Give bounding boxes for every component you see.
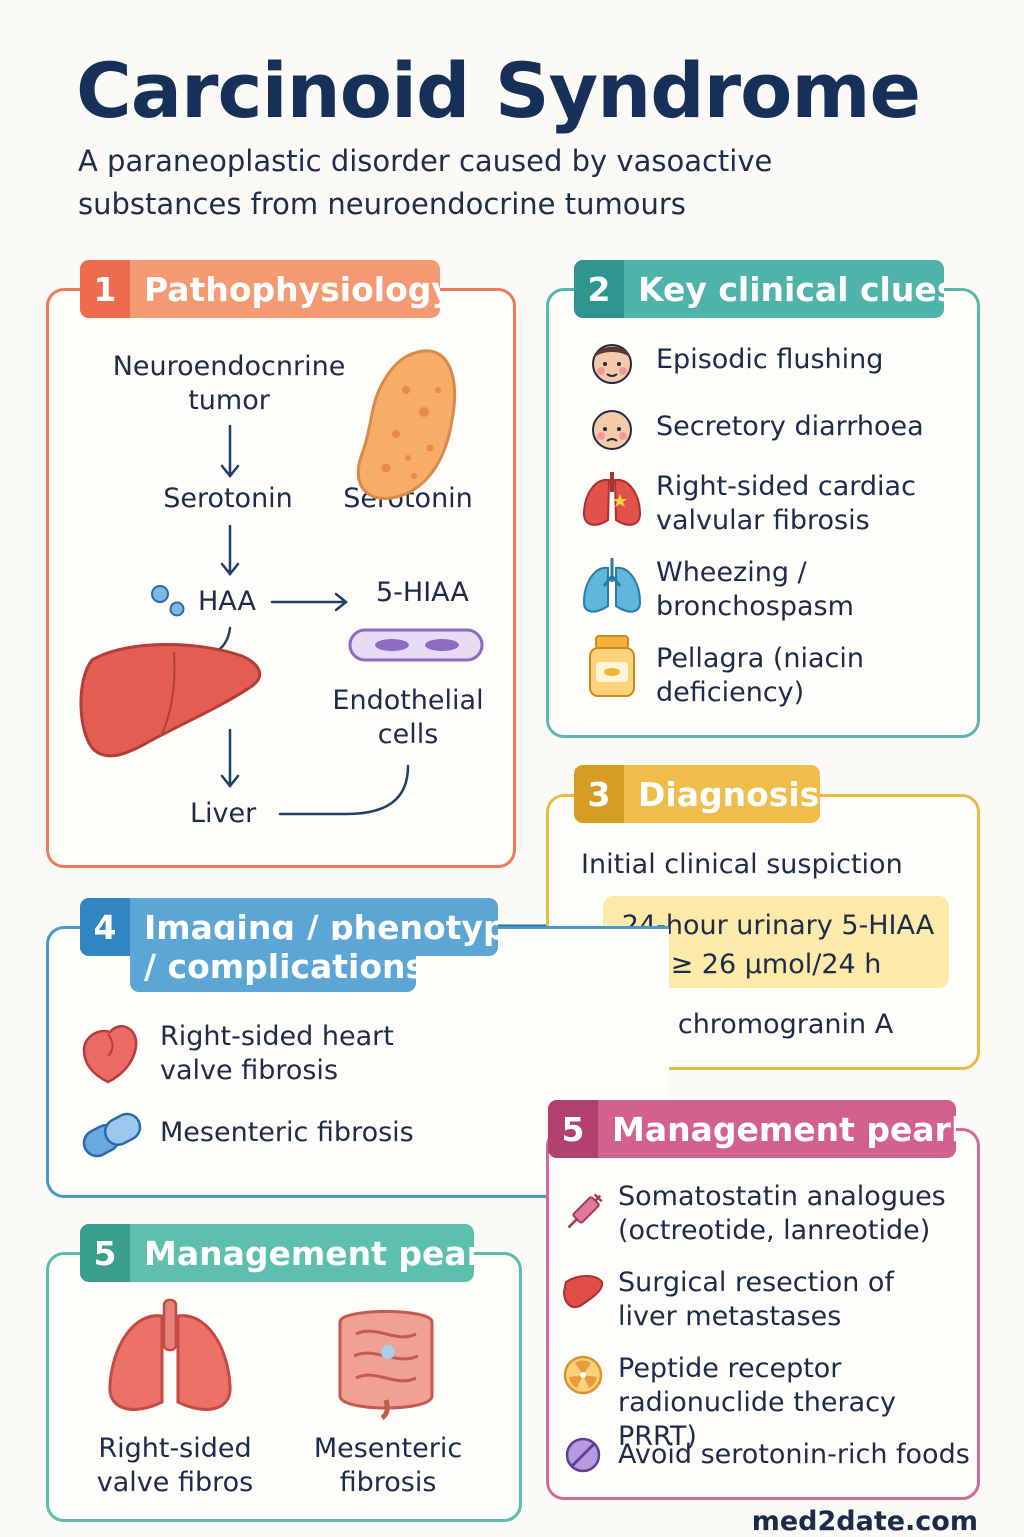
- clinical-clues-number: 2: [574, 260, 624, 318]
- syringe-icon: [567, 1193, 603, 1229]
- management-right-label: Management pearls: [612, 1109, 956, 1149]
- management-right-panel: [546, 1128, 980, 1500]
- pathophysiology-flow: [79, 349, 484, 816]
- radiation-icon: [563, 1355, 603, 1395]
- management-right-item-text: Surgical resection of liver metastases: [618, 1266, 938, 1334]
- clinical-item-text: Wheezing / bronchospasm: [656, 556, 886, 624]
- lungs-icon: [582, 558, 642, 613]
- lungs-icon: [108, 1298, 232, 1411]
- face-icon: [592, 344, 632, 384]
- imaging-header-continued: / complications: [130, 940, 416, 992]
- endothelial-cell-icon: [348, 628, 484, 662]
- clinical-item-text: Secretory diarrhoea: [656, 411, 924, 442]
- clinical-clues-label: Key clinical clues: [638, 269, 944, 309]
- management-right-item-text: Avoid serotonin-rich foods: [618, 1439, 970, 1470]
- pathophysiology-label: Pathophysiology: [144, 269, 440, 309]
- footer-site: med2date.com: [751, 1506, 978, 1537]
- management-right-item-label: Surgical resection of liver metastases: [618, 1267, 894, 1332]
- 5-hiaa-label: 5-HIAA: [376, 577, 469, 608]
- capsule-icon: [82, 1112, 142, 1158]
- droplet-icon: [169, 601, 185, 617]
- management-right-item-text: Somatostatin analogues (octreotide, lanr…: [618, 1180, 958, 1248]
- clinical-item-label: Pellagra (niacin deficiency): [656, 643, 864, 708]
- management-left-number: 5: [80, 1224, 130, 1282]
- serotonin-to-haa-arrow: [220, 524, 240, 577]
- imaging-number: 4: [80, 898, 130, 956]
- tumor-icon: [356, 349, 457, 500]
- liver-icon: [79, 642, 262, 758]
- imaging-item-label: Right-sided heart valve fibrosis: [160, 1021, 394, 1086]
- tumor-to-serotonin-arrow: [220, 424, 240, 479]
- no-food-icon: [565, 1437, 601, 1473]
- clinical-clues-header: 2 Key clinical clues: [574, 260, 944, 318]
- management-right-item-label: Peptide receptor radionuclide theracy PR…: [618, 1353, 896, 1452]
- haa-label: HAA: [198, 586, 256, 617]
- management-right-number: 5: [548, 1100, 598, 1158]
- diagnosis-number: 3: [574, 765, 624, 823]
- management-left-header: 5 Management pears: [80, 1224, 474, 1282]
- diagnosis-initial-suspicion: Initial clinical suspiction: [581, 849, 903, 880]
- management-left-item-text: Right-sided valve fibros: [80, 1432, 270, 1500]
- management-right-item-text: Peptide receptor radionuclide theracy PR…: [618, 1352, 978, 1454]
- liver-label: Liver: [190, 798, 257, 829]
- management-left-label: Management pears: [144, 1233, 474, 1273]
- liver-icon: [562, 1275, 604, 1308]
- management-left-item-label: Mesenteric fibrosis: [313, 1433, 463, 1498]
- management-left-item-label: Right-sided valve fibros: [96, 1433, 254, 1498]
- imaging-item-text: Right-sided heart valve fibrosis: [160, 1020, 450, 1088]
- diagnosis-label: Diagnosis: [638, 774, 820, 814]
- page-title: Carcinoid Syndrome: [76, 46, 921, 135]
- urinary-5hiaa-threshold: ≥ 26 µmol/24 h: [670, 949, 882, 980]
- endothelial-cells-label: Endothelial cells: [332, 685, 484, 750]
- lungs-heart-icon: [582, 472, 642, 526]
- pathophysiology-number: 1: [80, 260, 130, 318]
- heart-icon: [82, 1025, 138, 1084]
- diagnosis-header: 3 Diagnosis: [574, 765, 820, 823]
- liver-down-arrow: [220, 728, 240, 789]
- management-right-item-label: Somatostatin analogues (octreotide, lanr…: [618, 1181, 946, 1246]
- haa-to-5hiaa-arrow: [270, 592, 349, 612]
- pill-bottle-icon: [589, 635, 635, 697]
- imaging-label-line2: / complications: [144, 946, 416, 986]
- urinary-5hiaa-test: 24-hour urinary 5-HIAA: [621, 910, 935, 941]
- face-icon: [592, 410, 632, 450]
- management-right-header: 5 Management pearls: [548, 1100, 956, 1158]
- endothelial-to-liver-line: [278, 764, 410, 816]
- clinical-item-text: Pellagra (niacin deficiency): [656, 642, 946, 710]
- droplet-icon: [151, 585, 169, 603]
- clinical-item-label: Wheezing / bronchospasm: [656, 557, 854, 622]
- management-left-item-text: Mesenteric fibrosis: [300, 1432, 476, 1500]
- clinical-item-text: Episodic flushing: [656, 344, 884, 375]
- clinical-item-text: Right-sided cardiac valvular fibrosis: [656, 470, 956, 538]
- serotonin-label-left: Serotonin: [163, 483, 293, 514]
- imaging-item-text: Mesenteric fibrosis: [160, 1117, 414, 1148]
- page-subtitle: A paraneoplastic disorder caused by vaso…: [78, 144, 773, 221]
- pathophysiology-header: 1 Pathophysiology: [80, 260, 440, 318]
- neuroendocrine-tumor-label: Neuroendocnrine tumor: [112, 351, 346, 416]
- clinical-item-label: Right-sided cardiac valvular fibrosis: [656, 471, 916, 536]
- intestine-icon: [338, 1310, 434, 1420]
